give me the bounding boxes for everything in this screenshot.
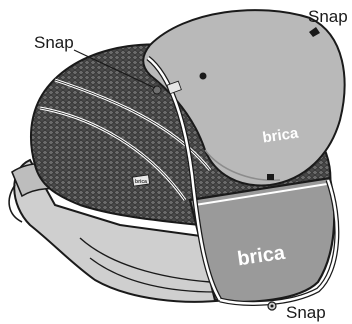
callout-snap-top-right: Snap: [308, 7, 348, 26]
seat-tag-logo: brica: [135, 179, 147, 185]
snap-canopy-icon: [200, 73, 207, 80]
snap-panel-icon: [267, 174, 274, 180]
callout-snap-bottom-right: Snap: [286, 303, 326, 322]
callout-snap-top-left: Snap: [34, 33, 74, 52]
seat-tag: brica: [133, 175, 150, 186]
